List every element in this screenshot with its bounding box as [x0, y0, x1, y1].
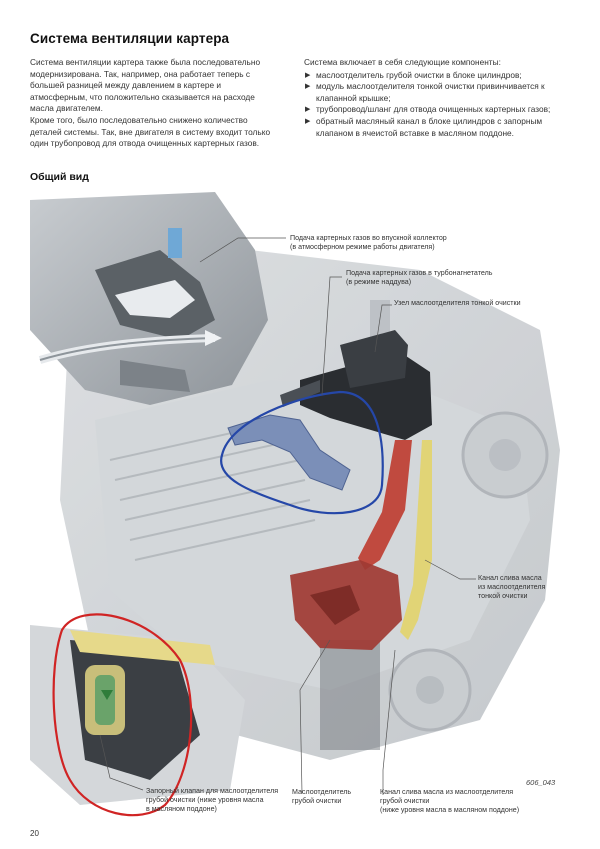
engine-illustration [0, 185, 600, 825]
intake-cutaway-inset [30, 192, 268, 405]
section-title: Общий вид [30, 171, 89, 183]
bullet-icon: ▶ [305, 104, 310, 116]
list-item: ▶обратный масляный канал в блоке цилиндр… [304, 116, 574, 139]
list-item: ▶трубопровод/шланг для отвода очищенных … [304, 104, 574, 116]
callout-turbocharger: Подача картерных газов в турбонагнетател… [346, 269, 492, 287]
components-list: ▶маслоотделитель грубой очистки в блоке … [304, 70, 574, 140]
figure-id: 606_043 [526, 778, 555, 787]
intro-text-left: Система вентиляции картера также была по… [30, 57, 280, 150]
callout-coarse-separator: Маслоотделитель грубой очистки [292, 788, 351, 806]
callout-fine-separator-unit: Узел маслоотделителя тонкой очистки [394, 299, 521, 308]
intro-paragraph-1: Система вентиляции картера также была по… [30, 57, 280, 115]
page-number: 20 [30, 829, 39, 838]
callout-fine-drain-channel: Канал слива масла из маслоотделителя тон… [478, 574, 545, 602]
intro-paragraph-2: Кроме того, было последовательно снижено… [30, 115, 280, 150]
bullet-icon: ▶ [305, 116, 310, 128]
list-item: ▶модуль маслоотделителя тонкой очистки п… [304, 81, 574, 104]
callout-coarse-drain-channel: Канал слива масла из маслоотделителя гру… [380, 788, 519, 816]
list-item: ▶маслоотделитель грубой очистки в блоке … [304, 70, 574, 82]
components-list-block: Система включает в себя следующие компон… [304, 57, 574, 139]
page-title: Система вентиляции картера [30, 31, 229, 46]
callout-intake-manifold: Подача картерных газов во впускной колле… [290, 234, 447, 252]
callout-check-valve: Запорный клапан для маслоотделителя груб… [146, 787, 278, 815]
bullet-icon: ▶ [305, 81, 310, 93]
components-intro: Система включает в себя следующие компон… [304, 57, 574, 69]
bullet-icon: ▶ [305, 70, 310, 82]
